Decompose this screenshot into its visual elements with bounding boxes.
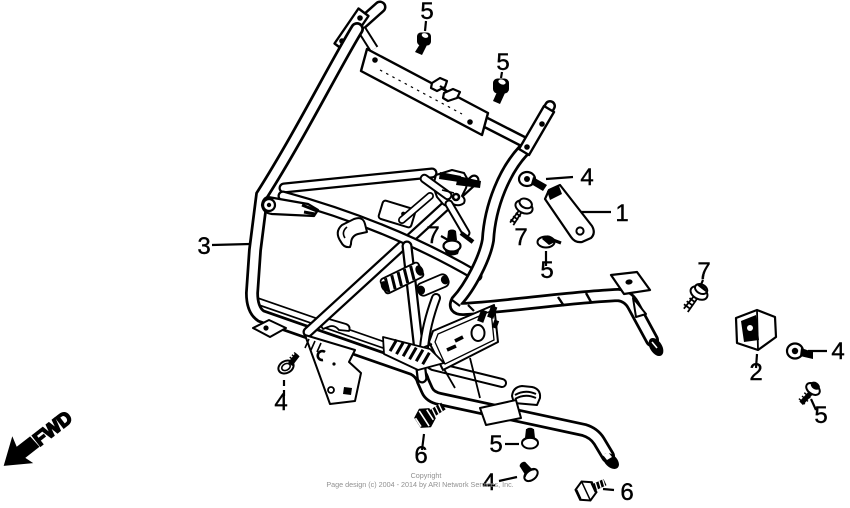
svg-text:5: 5 [420,0,433,25]
svg-text:1: 1 [615,200,628,227]
svg-text:7: 7 [426,222,439,249]
svg-text:7: 7 [697,258,710,285]
svg-text:7: 7 [514,224,527,251]
svg-text:5: 5 [496,49,509,76]
svg-text:4: 4 [482,469,495,496]
svg-text:5: 5 [814,402,827,429]
svg-text:2: 2 [749,359,762,386]
svg-text:4: 4 [580,164,593,191]
svg-text:3: 3 [197,233,210,260]
svg-text:Copyright: Copyright [411,471,442,480]
svg-text:6: 6 [620,479,633,506]
svg-text:5: 5 [540,257,553,284]
svg-text:6: 6 [414,442,427,469]
svg-text:5: 5 [489,431,502,458]
svg-text:4: 4 [274,389,287,416]
svg-text:Page design (c) 2004 - 2014 by: Page design (c) 2004 - 2014 by ARI Netwo… [326,480,513,489]
svg-text:4: 4 [831,338,844,365]
